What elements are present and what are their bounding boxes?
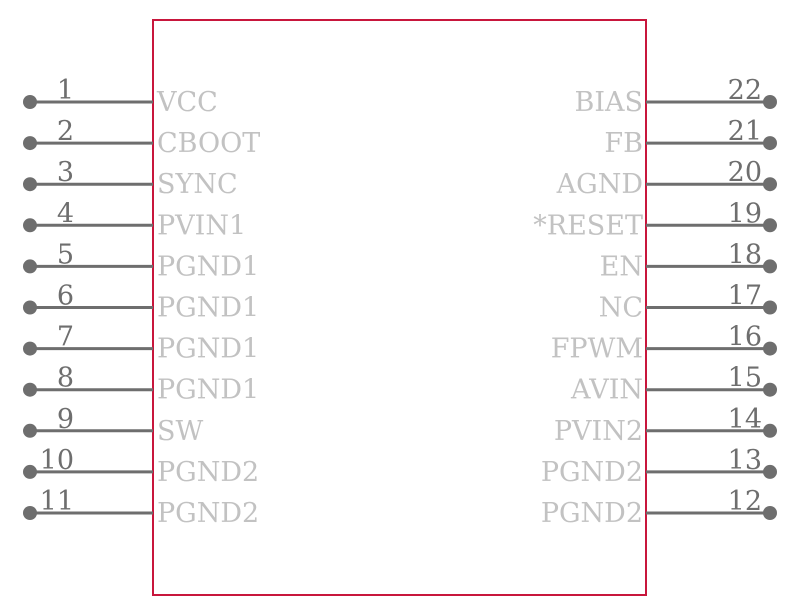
pin-21-terminal — [763, 136, 777, 151]
pin-12-name: PGND2 — [541, 498, 643, 529]
pin-4-terminal — [23, 218, 37, 233]
pin-10-terminal — [23, 464, 37, 479]
pin-6-name: PGND1 — [157, 293, 259, 324]
pin-13-number: 13 — [728, 445, 762, 476]
pin-18-name: EN — [600, 251, 643, 282]
pin-7-number: 7 — [57, 322, 74, 353]
pin-20-terminal — [763, 177, 777, 192]
pin-9-name: SW — [157, 416, 203, 447]
pin-4-name: PVIN1 — [157, 210, 246, 241]
pin-7-terminal — [23, 341, 37, 356]
pin-10-name: PGND2 — [157, 457, 259, 488]
pin-15-terminal — [763, 382, 777, 397]
pin-8-name: PGND1 — [157, 375, 259, 406]
pin-13-terminal — [763, 464, 777, 479]
pin-2-terminal — [23, 136, 37, 151]
pin-14-number: 14 — [728, 404, 762, 435]
pin-19-name: *RESET — [533, 210, 643, 241]
pin-16-name: FPWM — [551, 334, 643, 365]
pin-11-terminal — [23, 506, 37, 520]
pin-12-number: 12 — [728, 486, 762, 517]
pin-22-terminal — [763, 95, 777, 109]
pin-15-number: 15 — [728, 363, 762, 394]
pin-16-number: 16 — [728, 322, 762, 353]
pin-12-terminal — [763, 506, 777, 520]
pin-18-number: 18 — [728, 239, 762, 270]
pin-10-number: 10 — [40, 445, 74, 476]
pin-3-number: 3 — [57, 157, 74, 188]
pin-7-name: PGND1 — [157, 334, 259, 365]
pin-19-number: 19 — [728, 198, 762, 229]
pin-19-terminal — [763, 218, 777, 233]
pin-20-number: 20 — [728, 157, 762, 188]
pin-17-number: 17 — [728, 281, 762, 312]
pin-6-number: 6 — [57, 281, 74, 312]
pin-1-name: VCC — [156, 87, 218, 118]
pin-5-number: 5 — [57, 239, 74, 270]
pin-16-terminal — [763, 341, 777, 356]
pin-3-terminal — [23, 177, 37, 192]
pin-14-terminal — [763, 423, 777, 438]
pin-17-name: NC — [599, 293, 643, 324]
pin-1-number: 1 — [57, 75, 74, 106]
pin-6-terminal — [23, 300, 37, 315]
pin-13-name: PGND2 — [541, 457, 643, 488]
pin-1-terminal — [23, 95, 37, 109]
pin-3-name: SYNC — [157, 169, 238, 200]
pin-11-name: PGND2 — [157, 498, 259, 529]
pin-9-number: 9 — [57, 404, 74, 435]
pin-2-number: 2 — [57, 116, 74, 147]
pin-8-terminal — [23, 382, 37, 397]
pin-5-terminal — [23, 259, 37, 274]
pin-9-terminal — [23, 423, 37, 438]
pin-5-name: PGND1 — [157, 251, 259, 282]
pin-15-name: AVIN — [570, 375, 643, 406]
pin-21-name: FB — [604, 128, 643, 159]
right-pin-group: 22 BIAS 21 FB 20 AGND 19 *RESET 18 EN 17 NC 16 FPWM 15… — [533, 75, 777, 529]
pin-14-name: PVIN2 — [554, 416, 643, 447]
pin-22-name: BIAS — [574, 87, 643, 118]
pin-8-number: 8 — [57, 363, 74, 394]
pin-20-name: AGND — [556, 169, 643, 200]
pin-4-number: 4 — [57, 198, 74, 229]
pin-22-number: 22 — [728, 75, 762, 106]
pin-17-terminal — [763, 300, 777, 315]
pin-18-terminal — [763, 259, 777, 274]
pin-11-number: 11 — [40, 486, 74, 517]
pin-2-name: CBOOT — [157, 128, 260, 159]
pin-21-number: 21 — [728, 116, 762, 147]
